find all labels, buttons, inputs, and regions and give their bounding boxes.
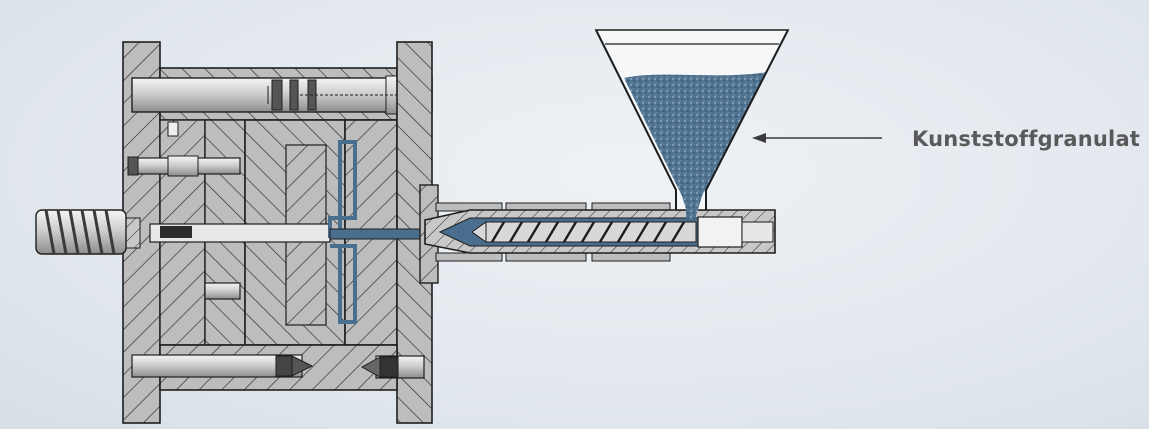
top-tie-bar-housing bbox=[131, 67, 433, 121]
ejector-spring bbox=[35, 209, 127, 255]
granulate-label: Kunststoffgranulat bbox=[912, 127, 1141, 151]
label-arrow bbox=[752, 133, 882, 143]
hopper bbox=[594, 29, 790, 220]
heater-bands bbox=[435, 202, 671, 262]
screw bbox=[471, 221, 697, 243]
ejector-rods bbox=[127, 155, 241, 300]
bottom-frame bbox=[131, 344, 425, 391]
melt-channel bbox=[328, 140, 441, 324]
